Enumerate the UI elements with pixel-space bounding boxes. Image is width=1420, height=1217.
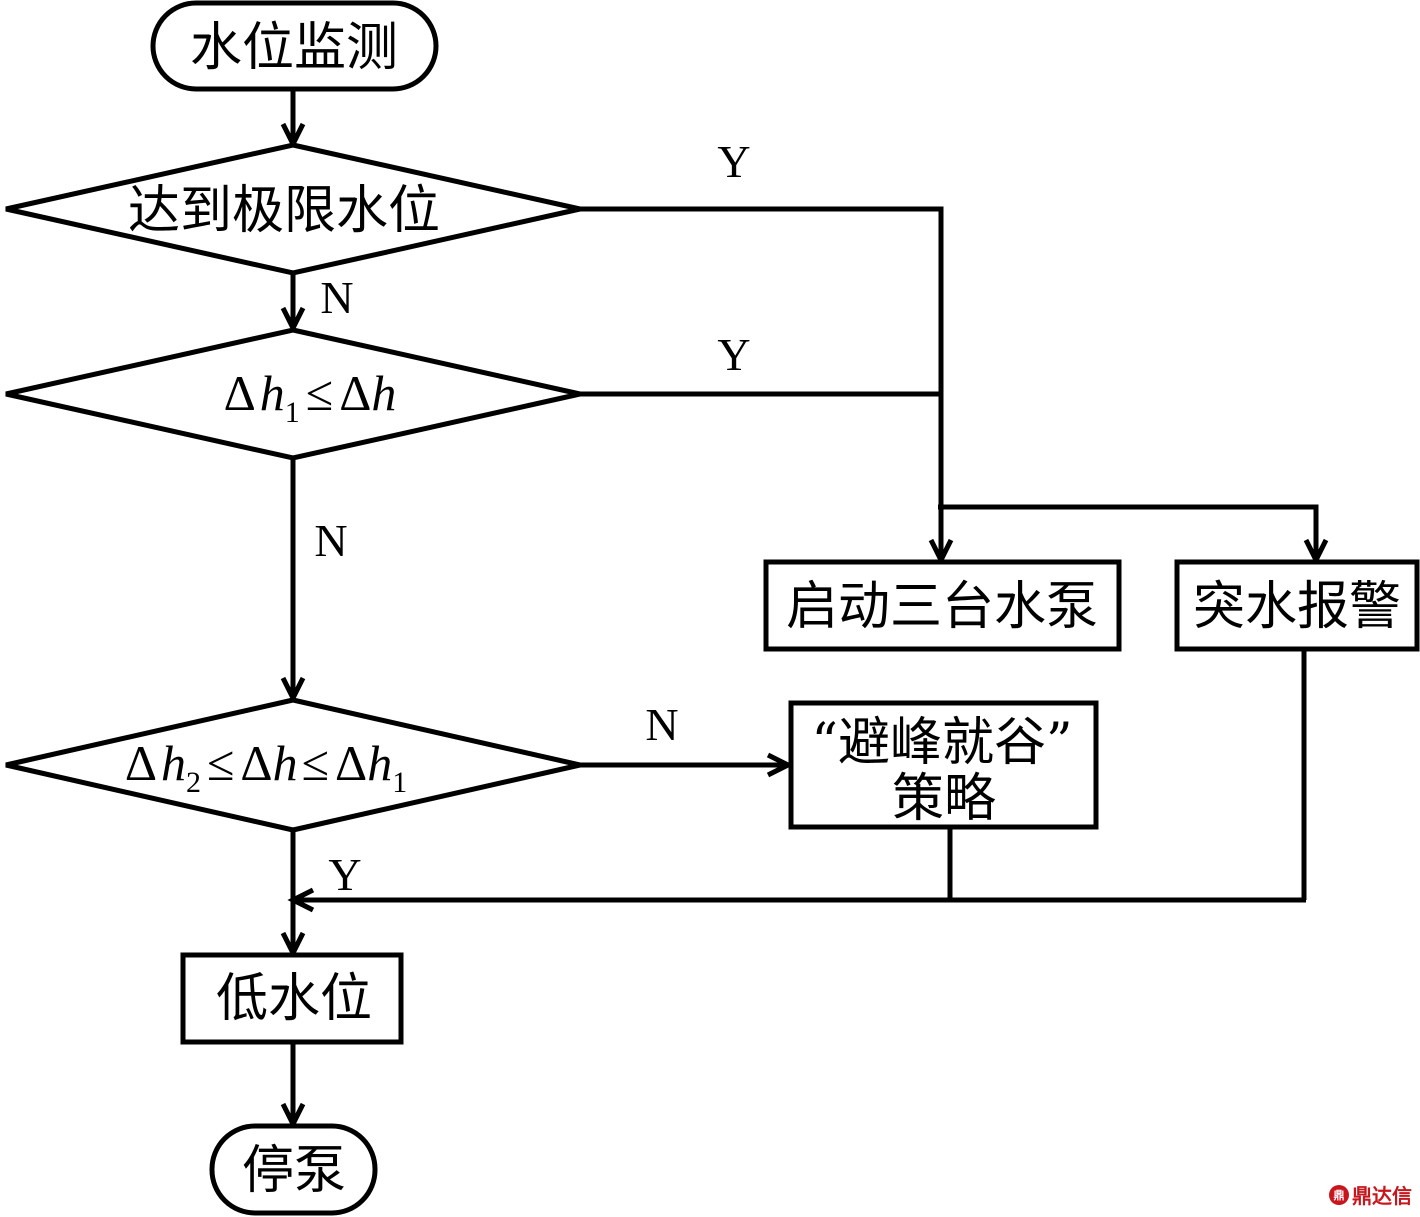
start-label: 水位监测 [190,18,398,78]
decision-dh1-label: Δh1≤Δh [224,365,397,429]
decision-limit: 达到极限水位 [5,142,581,276]
decision-range: Δh2≤Δh≤Δh1 [5,697,581,833]
stop-label: 停泵 [242,1141,346,1201]
edge-limit-yes [580,206,944,393]
start-terminal: 水位监测 [150,0,439,92]
start-pumps-label: 启动三台水泵 [786,577,1098,637]
decision-dh1: Δh1≤Δh [5,327,581,461]
edge-label-limit-no: N [320,272,353,323]
edge-branch-alarm [938,504,1319,560]
process-low-level: 低水位 [180,952,404,1045]
peak-strategy-line2: 策略 [892,769,996,829]
logo-icon: 鼎 [1329,1184,1349,1205]
watermark-logo: 鼎 鼎达信 [1329,1180,1412,1209]
edge-label-dh1-no: N [314,515,347,566]
edge-label-range-no: N [645,699,678,750]
process-alarm: 突水报警 [1174,559,1420,652]
peak-strategy-line1: “避峰就谷” [811,713,1072,773]
decision-limit-label: 达到极限水位 [128,181,440,241]
edge-label-range-yes: Y [328,849,361,900]
process-start-pumps: 启动三台水泵 [763,559,1122,652]
arrow-head [766,752,794,778]
edge-label-dh1-yes: Y [717,329,750,380]
watermark-text: 鼎达信 [1352,1184,1412,1208]
stop-terminal: 停泵 [209,1123,378,1216]
edge-label-limit-yes: Y [717,136,750,187]
process-peak-strategy: “避峰就谷” 策略 [788,700,1099,830]
low-level-label: 低水位 [216,969,372,1029]
alarm-label: 突水报警 [1193,577,1401,637]
decision-range-label: Δh2≤Δh≤Δh1 [125,735,407,799]
